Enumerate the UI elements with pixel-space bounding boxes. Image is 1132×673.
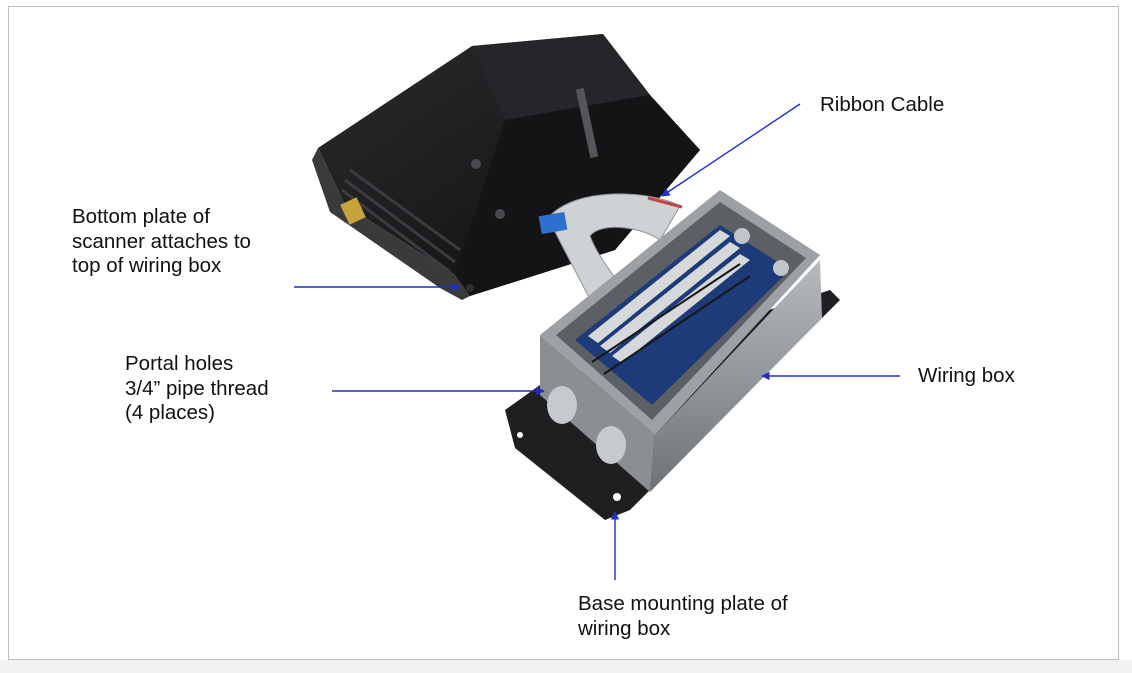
callout-arrows: [294, 103, 900, 580]
bottom-strip: [0, 660, 1132, 673]
portal-holes-line-2: 3/4” pipe thread: [125, 376, 269, 400]
bottom-plate-line-1: Bottom plate of: [72, 205, 210, 228]
base-plate-line-1: Base mounting plate of: [578, 592, 788, 615]
bottom-plate-line-2: scanner attaches to: [72, 229, 251, 253]
portal-holes-line-1: Portal holes: [125, 352, 234, 375]
bottom-plate-line-3: top of wiring box: [72, 254, 222, 277]
portal-holes-line-3: (4 places): [125, 401, 216, 424]
ribbon-cable: [538, 193, 683, 313]
ribbon-cable-arrow: [661, 103, 801, 197]
ribbon-cable-label: Ribbon Cable: [820, 93, 945, 116]
wiring-box: [505, 190, 840, 520]
base-plate-line-2: wiring box: [578, 616, 671, 640]
wiring-box-label: Wiring box: [918, 364, 1015, 387]
scanner-body: [312, 34, 700, 300]
